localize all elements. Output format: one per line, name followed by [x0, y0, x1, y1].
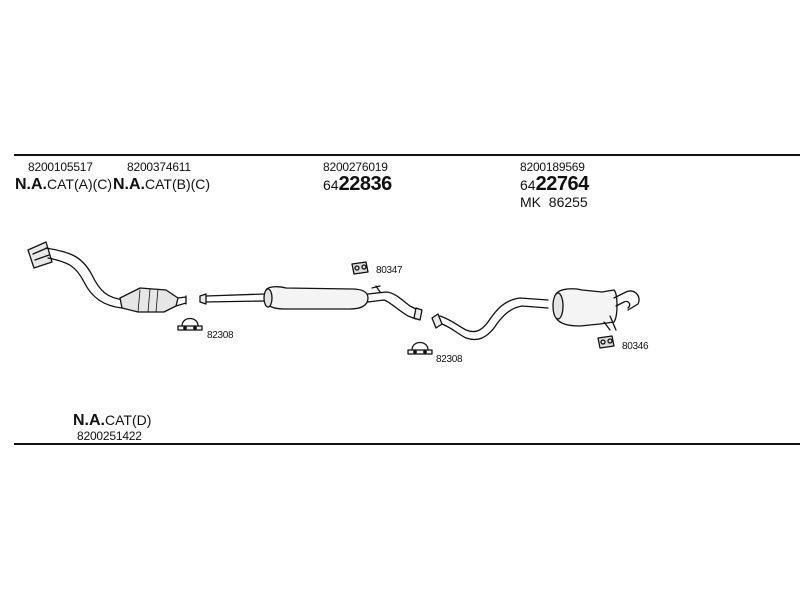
- hanger-2-code: 80346: [622, 341, 649, 352]
- catalytic-converter-icon: [119, 287, 187, 313]
- mounting-kit-code: 86255: [548, 194, 588, 210]
- rubber-hanger-2-icon: [597, 335, 615, 349]
- front-pipe-part-number: 8200105517: [28, 160, 93, 174]
- pipe-clamp-1-icon: [177, 317, 203, 331]
- lower-variant: N.A.CAT(D): [73, 413, 151, 429]
- middle-silencer-part-number: 8200276019: [323, 160, 388, 174]
- tail-pipe-icon: [431, 297, 549, 341]
- top-divider-line: [14, 154, 800, 156]
- bottom-divider-line: [14, 443, 800, 445]
- mounting-kit-number: MK 86255: [520, 195, 588, 209]
- catalyst-variant-suffix: CAT(B)(C): [145, 176, 211, 192]
- lower-part-number: 8200251422: [77, 429, 142, 443]
- rear-silencer-icon: [552, 288, 640, 331]
- rear-silencer-alt-main: 22764: [535, 173, 590, 195]
- front-pipe-variant-suffix: CAT(A)(C): [47, 176, 113, 192]
- clamp-2-code: 82308: [436, 354, 463, 365]
- lower-variant-prefix: N.A.: [73, 412, 105, 429]
- middle-silencer-alt-number: 6422836: [323, 174, 392, 194]
- lower-variant-suffix: CAT(D): [105, 412, 152, 428]
- middle-silencer-alt-prefix: 64: [323, 177, 339, 193]
- clamp-1-code: 82308: [207, 330, 234, 341]
- mounting-kit-prefix: MK: [520, 194, 541, 210]
- catalyst-variant: N.A.CAT(B)(C): [113, 177, 210, 193]
- front-pipe-variant-prefix: N.A.: [15, 176, 47, 193]
- rear-silencer-alt-prefix: 64: [520, 177, 536, 193]
- rear-silencer-alt-number: 6422764: [520, 174, 589, 194]
- rubber-hanger-1-icon: [351, 261, 369, 275]
- middle-silencer-icon: [199, 285, 423, 321]
- pipe-clamp-2-icon: [407, 341, 433, 355]
- rear-silencer-part-number: 8200189569: [520, 160, 585, 174]
- front-pipe-icon: [27, 241, 125, 309]
- middle-silencer-alt-main: 22836: [338, 173, 393, 195]
- hanger-1-code: 80347: [376, 265, 403, 276]
- catalyst-part-number: 8200374611: [127, 160, 191, 174]
- catalyst-variant-prefix: N.A.: [113, 176, 145, 193]
- front-pipe-variant: N.A.CAT(A)(C): [15, 177, 112, 193]
